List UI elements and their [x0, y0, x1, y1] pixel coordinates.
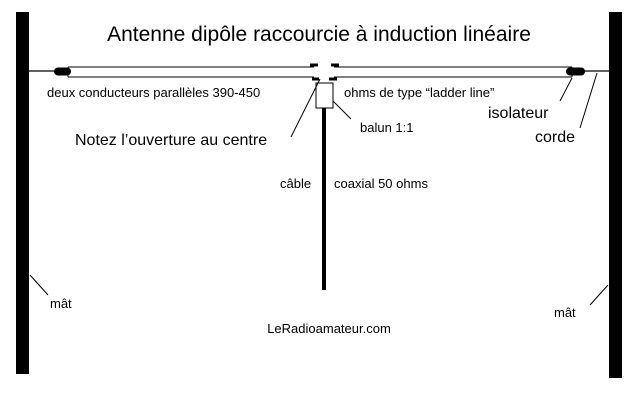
label-balun: balun 1:1	[360, 120, 414, 135]
coax-cable	[322, 108, 326, 290]
label-mast-left: mât	[50, 296, 72, 311]
pointer-insulator	[559, 77, 573, 102]
label-cable-left: câble	[280, 176, 311, 191]
label-mast-right: mât	[554, 305, 576, 320]
label-conductors-left: deux conducteurs parallèles 390-450	[47, 85, 260, 100]
label-center-gap: Notez l’ouverture au centre	[75, 132, 267, 149]
label-rope: corde	[535, 129, 575, 146]
pointer-rope	[579, 72, 598, 129]
label-insulator: isolateur	[488, 105, 549, 122]
insulator-left-icon	[54, 67, 71, 76]
left-mast	[16, 12, 29, 374]
pointer-balun	[332, 100, 352, 120]
label-website: LeRadioamateur.com	[267, 321, 391, 336]
balun-box	[315, 82, 334, 109]
insulator-right-icon	[566, 67, 585, 76]
diagram-title: Antenne dipôle raccourcie à induction li…	[107, 23, 531, 46]
pointer-center-gap	[290, 78, 321, 138]
pointer-mast-right	[589, 284, 609, 306]
right-mast	[609, 12, 622, 378]
label-cable-right: coaxial 50 ohms	[334, 176, 428, 191]
label-conductors-right: ohms de type “ladder line”	[344, 85, 494, 100]
pointer-mast-left	[29, 274, 49, 296]
